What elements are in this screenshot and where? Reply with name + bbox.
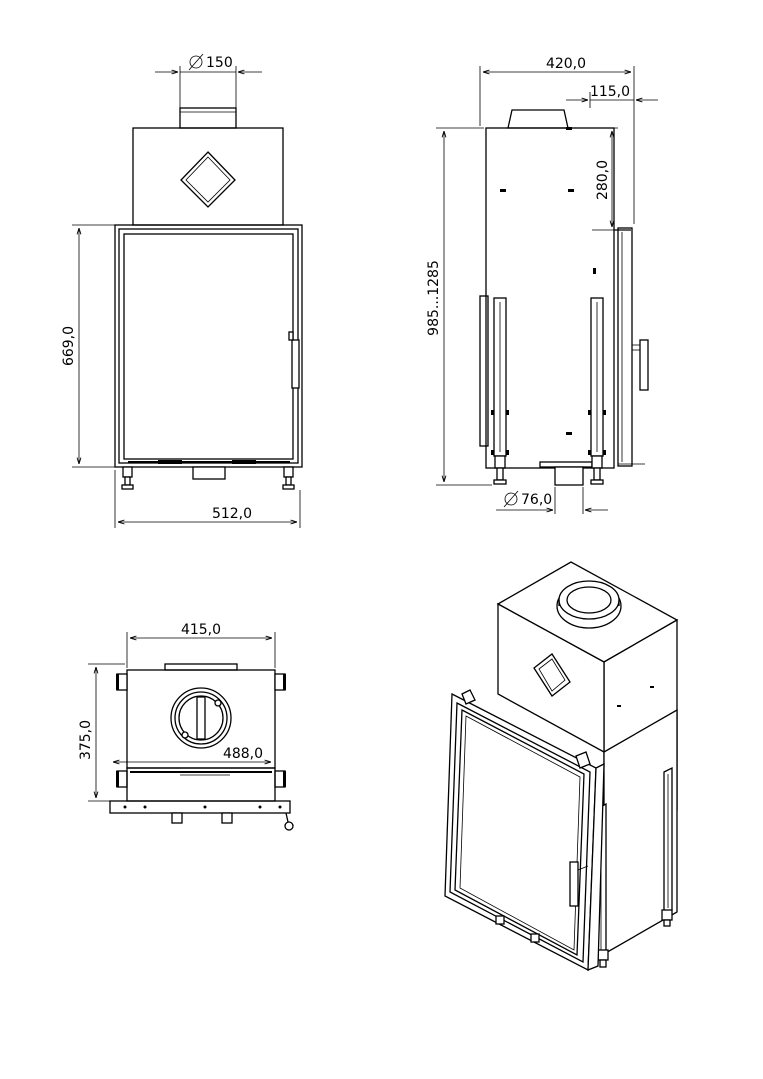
iso-handle-icon [569, 861, 589, 907]
iso-foot-icon [495, 915, 505, 925]
inspection-diamond [180, 151, 236, 208]
dim-top-width: 415,0 [126, 622, 276, 668]
base-width-label: 488,0 [223, 746, 263, 762]
dim-total-height: 985...1285 [426, 127, 492, 486]
iso-rail-right [661, 766, 673, 927]
dim-air-inlet: 76,0 [496, 487, 608, 514]
top-view: 415,0 375,0 488,0 [78, 622, 294, 831]
air-inlet-label: 76,0 [521, 492, 552, 508]
front-height-label: 669,0 [61, 326, 77, 366]
dim-front-height: 669,0 [61, 224, 115, 468]
side-rail-right [588, 297, 606, 457]
iso-door-glass [454, 708, 585, 957]
upper-housing [132, 127, 284, 226]
diameter-icon [503, 490, 519, 508]
diameter-icon [188, 53, 204, 71]
side-door-profile [617, 227, 633, 467]
top-foot-icon [171, 812, 183, 824]
side-body [485, 127, 615, 469]
dim-flue-diameter: 150 [155, 53, 262, 108]
isometric-view [444, 561, 679, 972]
dim-front-width: 512,0 [114, 470, 301, 528]
top-handle-icon [284, 812, 294, 831]
dim-flue-height: 280,0 [592, 127, 618, 231]
flue-collar [179, 107, 237, 129]
flue-diameter-label: 150 [206, 55, 233, 71]
top-width-label: 415,0 [181, 622, 221, 638]
handle-icon [291, 339, 300, 389]
flue-offset-label: 115,0 [590, 84, 630, 100]
top-base-plate [109, 800, 291, 814]
top-bracket-right-lower [274, 770, 286, 788]
top-bracket-left-lower [116, 770, 128, 788]
iso-foot-icon [530, 933, 540, 943]
side-leg-left-icon [493, 455, 507, 485]
side-view: 420,0 115,0 280,0 985...1285 [426, 56, 658, 514]
top-bracket-left [116, 673, 128, 691]
side-rail-left [491, 297, 509, 457]
dim-base-width: 488,0 [113, 746, 271, 766]
top-foot-icon [221, 812, 233, 824]
air-inlet-stub [192, 466, 226, 480]
dim-side-depth: 420,0 [479, 56, 635, 224]
leg-right-icon [282, 466, 295, 490]
door-frame [114, 224, 303, 468]
side-depth-label: 420,0 [546, 56, 586, 72]
total-height-label: 985...1285 [426, 260, 442, 336]
top-depth-label: 375,0 [78, 720, 94, 760]
side-flue-collar [507, 109, 569, 129]
door-glass [123, 233, 294, 460]
dim-flue-offset: 115,0 [566, 84, 658, 108]
flue-height-label: 280,0 [595, 160, 611, 200]
dim-top-depth: 375,0 [78, 663, 125, 802]
top-flue-opening [170, 687, 232, 749]
top-bracket-right [274, 673, 286, 691]
front-view: 150 669,0 512,0 [61, 53, 303, 528]
front-width-label: 512,0 [212, 506, 252, 522]
side-leg-right-icon [590, 455, 604, 485]
side-air-inlet [554, 466, 584, 486]
leg-left-icon [121, 466, 134, 490]
side-handle-icon [639, 339, 649, 391]
iso-flue-collar [556, 580, 622, 629]
iso-inspection-opening [533, 653, 571, 697]
